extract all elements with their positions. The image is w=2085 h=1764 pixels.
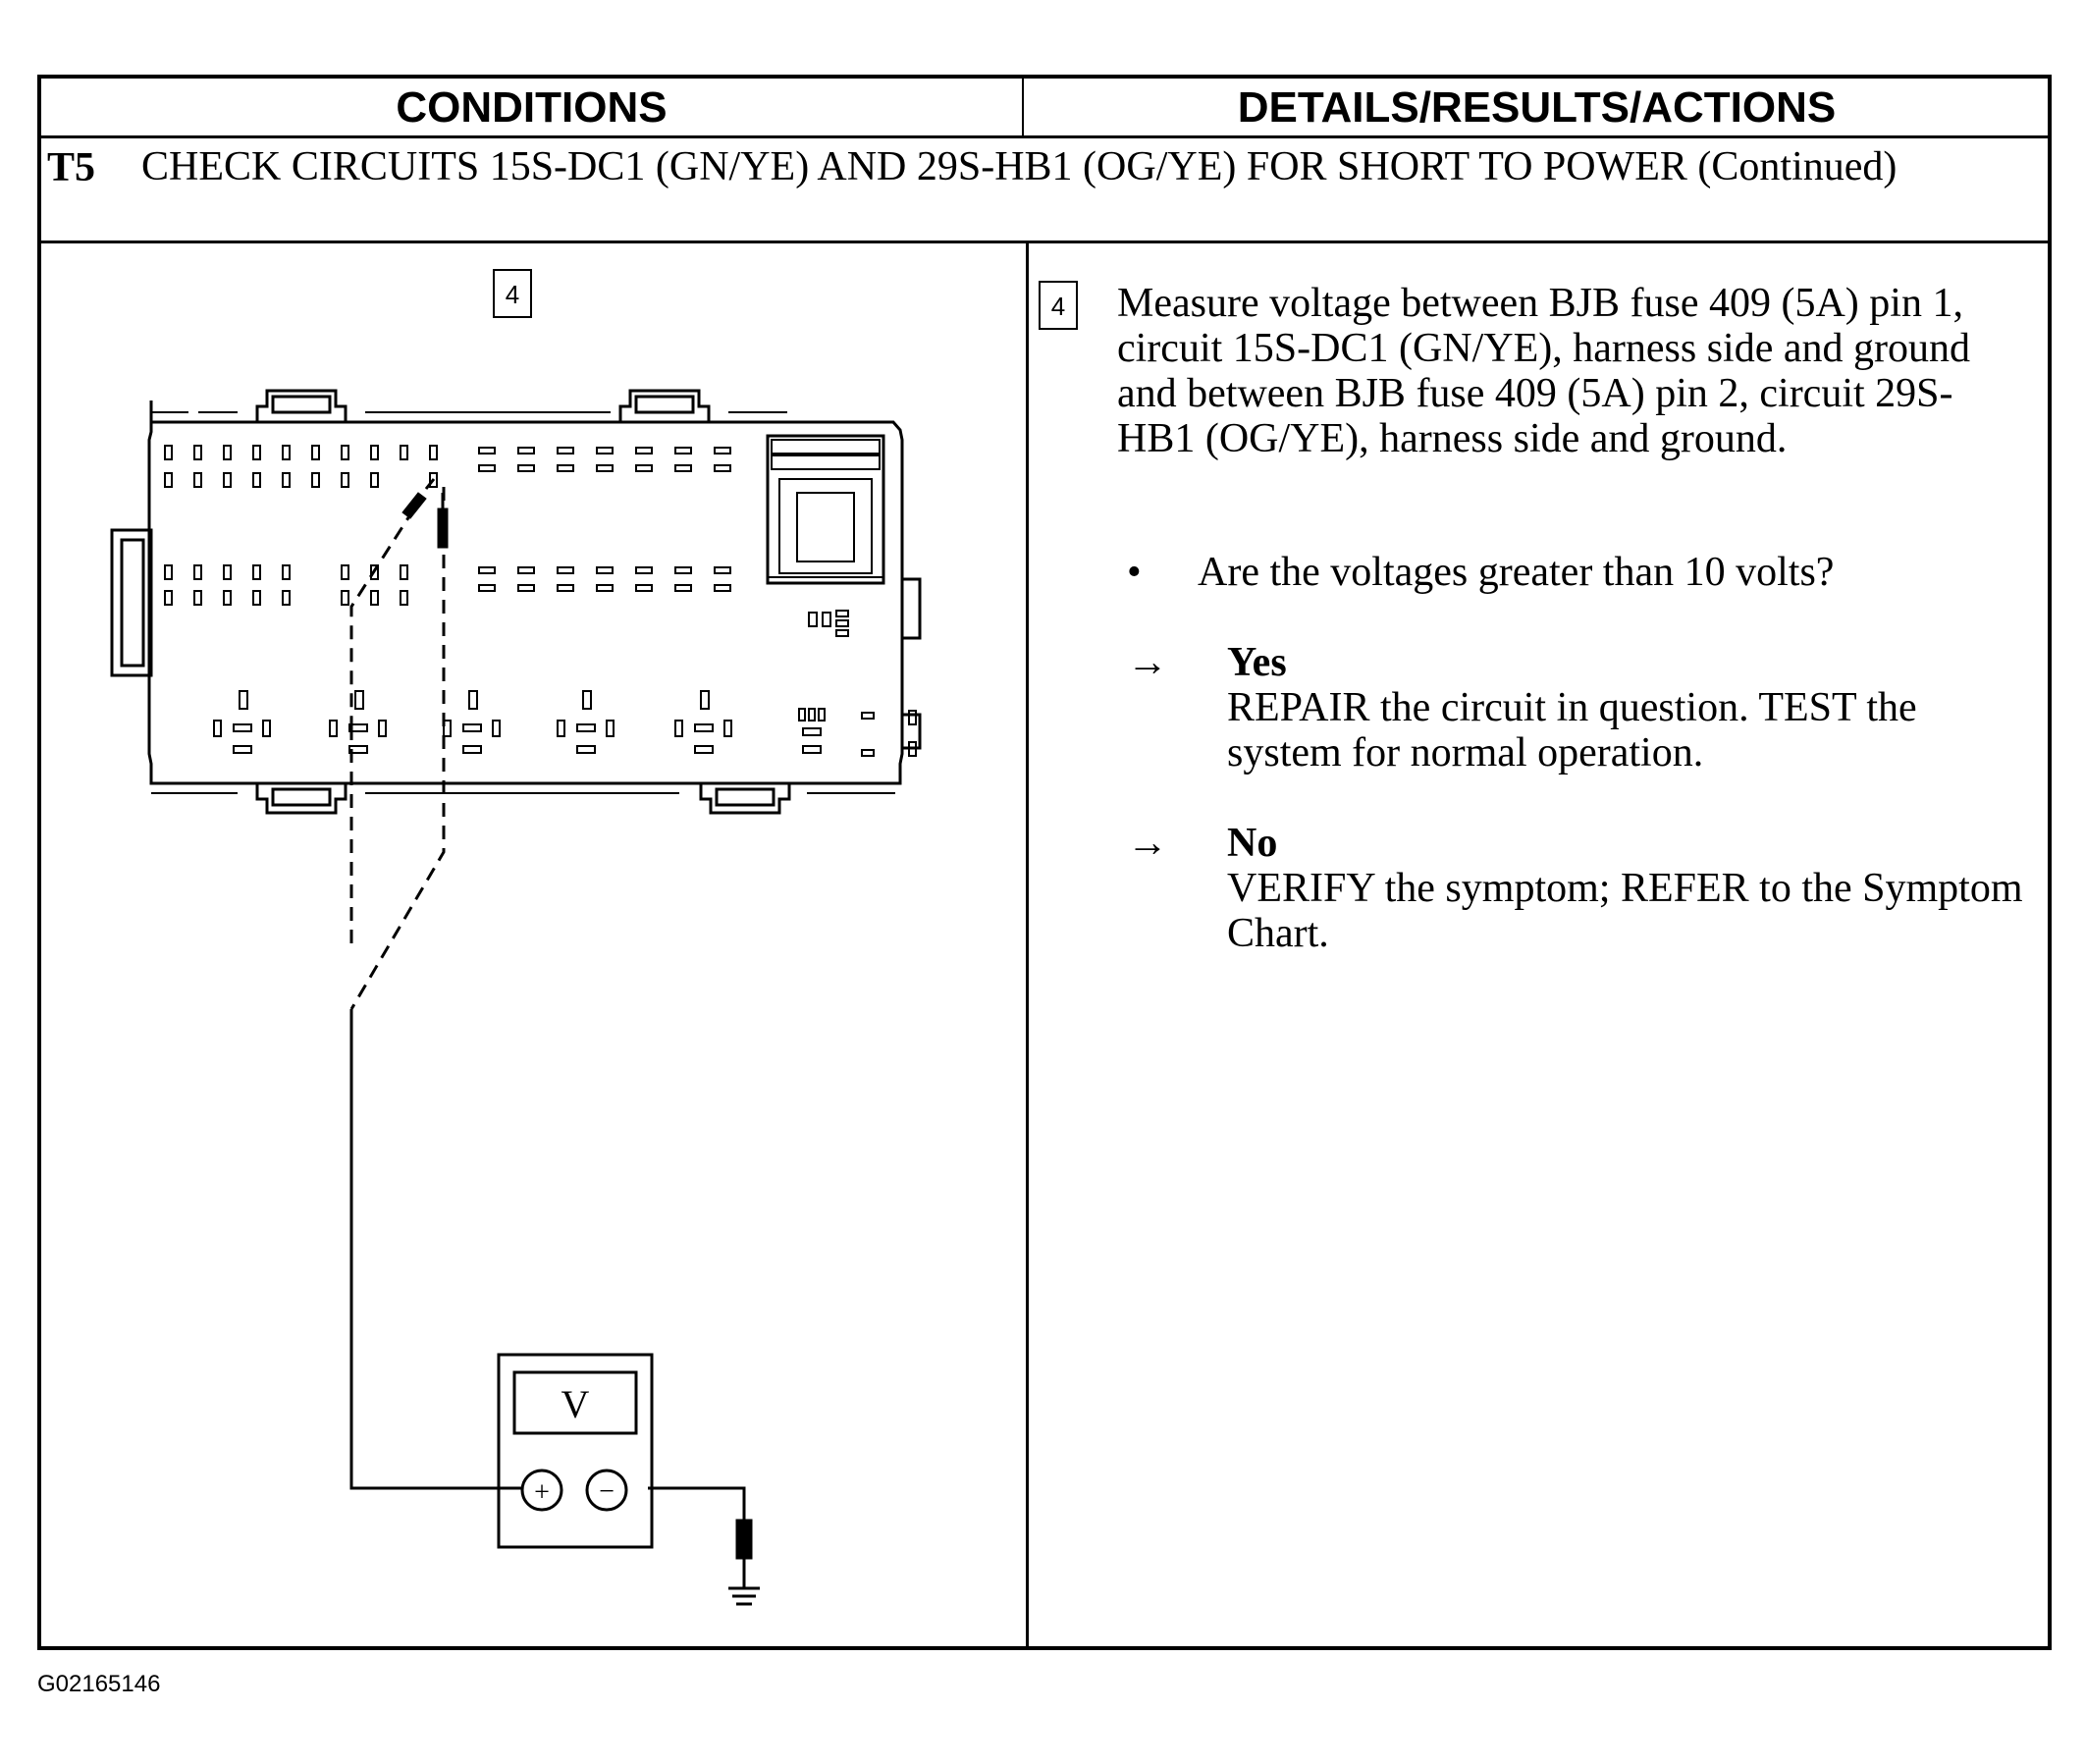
test-lead-pin2 xyxy=(349,487,446,1010)
probe-tip-2 xyxy=(437,508,449,549)
header-divider xyxy=(1022,79,1024,135)
positive-lead xyxy=(349,1009,522,1490)
yes-label: Yes xyxy=(1227,640,1287,685)
figure-code: G02165146 xyxy=(37,1671,161,1697)
details-header: DETAILS/RESULTS/ACTIONS xyxy=(1237,83,1837,132)
probe-tip-1 xyxy=(401,492,427,519)
voltmeter xyxy=(497,1353,654,1549)
yes-answer: → Yes REPAIR the circuit in question. TE… xyxy=(1127,640,2030,777)
minus-symbol: − xyxy=(599,1476,615,1507)
top-tab-left xyxy=(255,389,348,422)
junction-box-outline xyxy=(147,401,904,785)
yes-text: REPAIR the circuit in question. TEST the… xyxy=(1227,685,1917,775)
negative-lead xyxy=(648,1486,746,1520)
relay-socket-1 xyxy=(213,690,271,754)
plus-terminal xyxy=(520,1469,563,1512)
conditions-header: CONDITIONS xyxy=(396,83,668,132)
details-step-box: 4 xyxy=(1039,281,1078,330)
question-text: Are the voltages greater than 10 volts? xyxy=(1198,550,1835,595)
conditions-diagram: 4 xyxy=(41,243,1026,1650)
bjb-voltage-test-diagram: V + − xyxy=(110,389,922,1606)
table-header-row: CONDITIONS DETAILS/RESULTS/ACTIONS xyxy=(41,79,2048,138)
plus-symbol: + xyxy=(534,1477,550,1508)
side-connector-right xyxy=(900,577,922,640)
bottom-tab-left xyxy=(255,783,348,815)
details-column: 4 Measure voltage between BJB fuse 409 (… xyxy=(1029,243,2052,1650)
relay-socket-4 xyxy=(557,690,615,754)
relay-socket-5 xyxy=(674,690,732,754)
side-connector-left xyxy=(110,528,153,677)
test-id: T5 xyxy=(47,145,96,190)
diagram-step-box: 4 xyxy=(493,269,532,318)
meter-label: V xyxy=(561,1382,590,1426)
test-title: CHECK CIRCUITS 15S-DC1 (GN/YE) AND 29S-H… xyxy=(141,144,1898,189)
bullet-icon: • xyxy=(1127,550,1142,595)
relay-socket-2 xyxy=(329,690,387,754)
bottom-tab-right xyxy=(699,783,791,815)
top-tab-right xyxy=(618,389,711,422)
procedure-table: CONDITIONS DETAILS/RESULTS/ACTIONS T5 CH… xyxy=(37,75,2052,1650)
ground-probe xyxy=(735,1519,753,1560)
relay-socket-3 xyxy=(443,690,501,754)
no-answer: → No VERIFY the symptom; REFER to the Sy… xyxy=(1127,821,2030,958)
no-text: VERIFY the symptom; REFER to the Symptom… xyxy=(1227,866,2023,956)
test-title-row: T5 CHECK CIRCUITS 15S-DC1 (GN/YE) AND 29… xyxy=(41,138,2048,243)
no-label: No xyxy=(1227,821,1278,866)
arrow-right-icon: → xyxy=(1127,821,1168,866)
step-instruction: Measure voltage between BJB fuse 409 (5A… xyxy=(1117,281,1970,461)
arrow-right-icon: → xyxy=(1127,640,1168,685)
relay-socket-6 xyxy=(798,708,826,754)
column-divider xyxy=(1026,243,1029,1650)
minus-terminal xyxy=(585,1469,628,1512)
